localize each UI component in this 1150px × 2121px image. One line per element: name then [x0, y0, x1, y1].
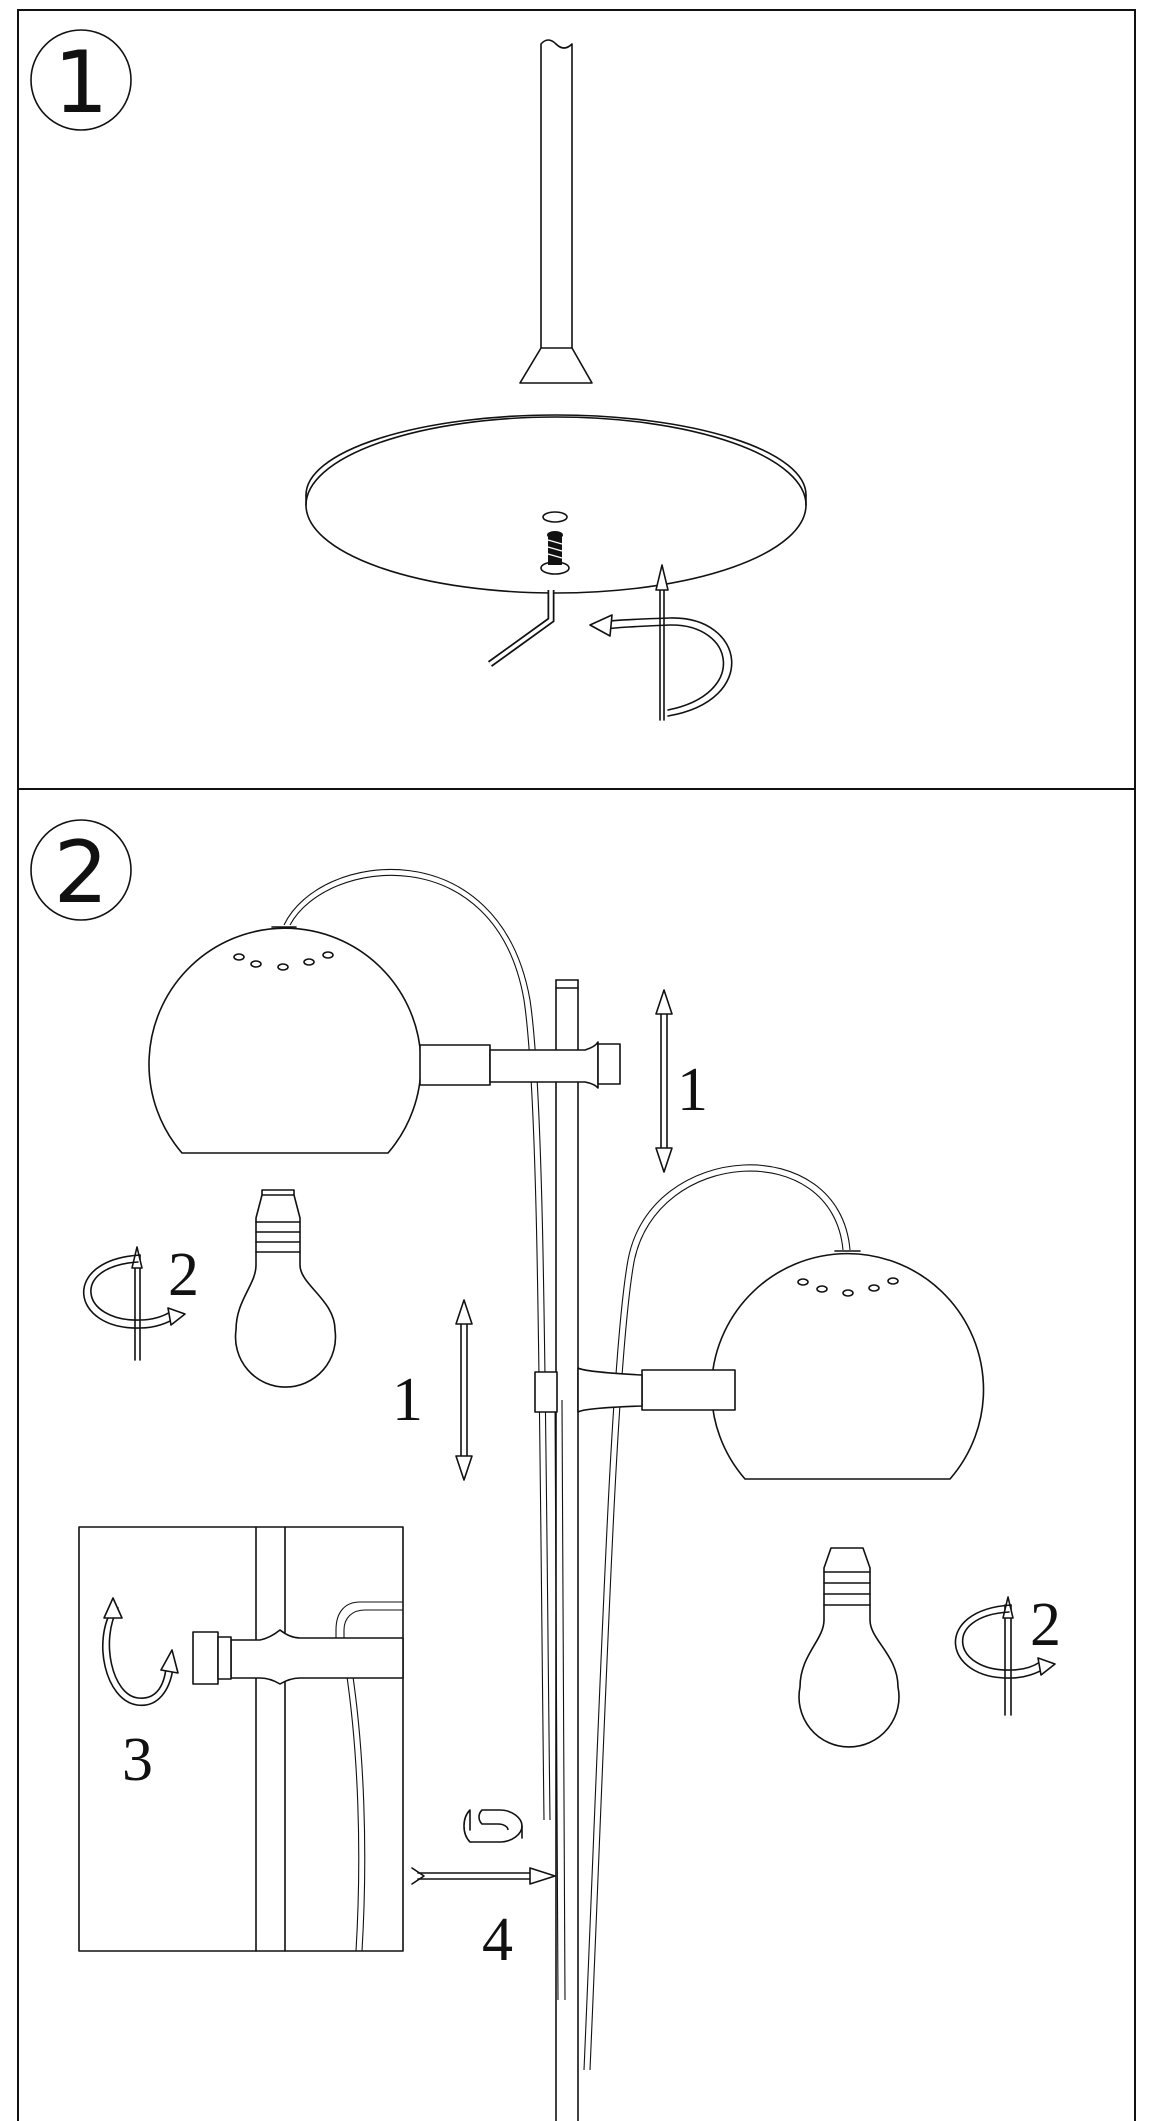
lamp-pole	[555, 979, 579, 2121]
left-bulb-label: 2	[168, 1241, 199, 1309]
right-light-bulb	[798, 1547, 900, 1748]
upper-shade-vent-holes	[233, 951, 334, 971]
step-2-badge: 2	[30, 819, 132, 923]
cable-clip-label: 4	[482, 1906, 513, 1974]
diagram-frame	[17, 9, 1136, 2121]
base-bolt	[540, 531, 570, 575]
upper-slide-arrow-icon	[655, 989, 673, 1173]
left-light-bulb	[234, 1189, 337, 1388]
cable-clip	[463, 1809, 523, 1843]
upper-slide-label: 1	[677, 1056, 708, 1124]
power-cables	[283, 868, 851, 2071]
step-1-number: 1	[54, 33, 109, 133]
step-1-badge: 1	[30, 29, 132, 133]
allen-key	[487, 590, 555, 667]
tighten-detail-inset	[78, 1526, 404, 1952]
left-bulb-screw-arrow-icon	[82, 1246, 186, 1361]
right-bulb-label: 2	[1030, 1591, 1061, 1659]
right-bulb-screw-arrow-icon	[954, 1596, 1056, 1716]
step-2-number: 2	[54, 823, 109, 923]
lower-slide-label: 1	[392, 1366, 423, 1434]
lower-shade-vent-holes	[797, 1277, 899, 1297]
lower-lamp-shade	[534, 1250, 985, 1480]
tighten-rotation-arrow-icon	[589, 564, 733, 721]
step-2-panel: 2	[30, 819, 1061, 2121]
step-1-panel: 1	[30, 29, 807, 721]
clip-attach-arrow-icon	[411, 1867, 556, 1885]
tighten-knob-label: 3	[122, 1726, 153, 1794]
lower-slide-arrow-icon	[455, 1299, 473, 1481]
pole-section	[519, 39, 593, 384]
upper-lamp-shade	[148, 926, 621, 1154]
knob-tighten-arrow-icon	[101, 1597, 179, 1707]
base-plate	[305, 414, 807, 594]
